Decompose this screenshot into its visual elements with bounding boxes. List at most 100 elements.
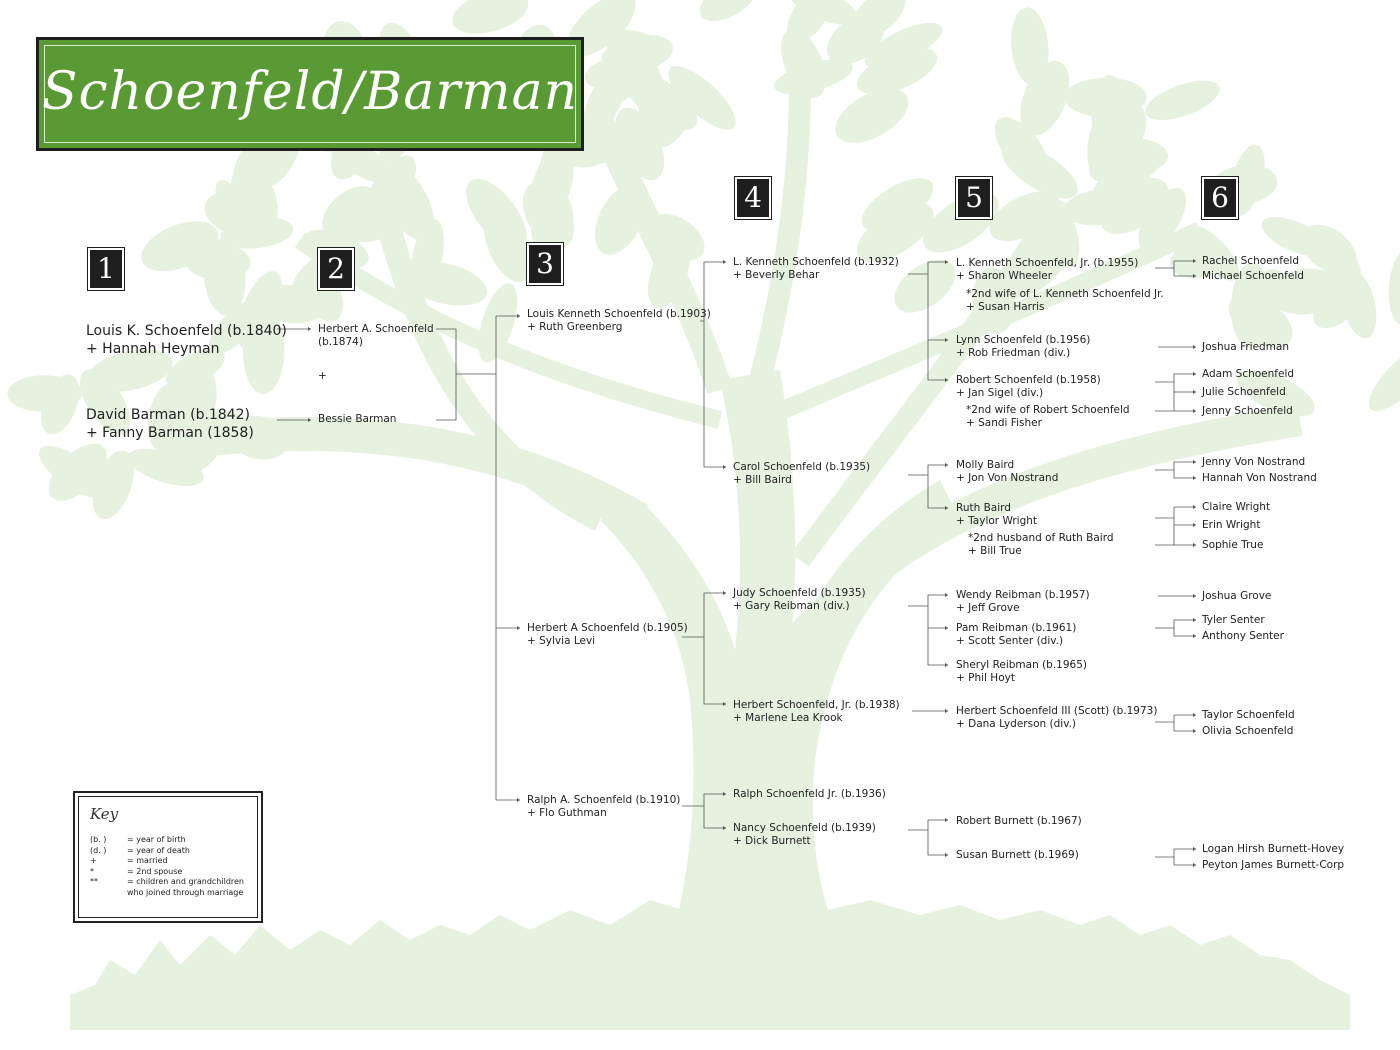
legend-row: (b. )= year of birth [90,835,244,846]
person-gen5: Susan Burnett (b.1969) [956,849,1079,862]
leaf-shape [567,0,636,57]
person-gen3: Herbert A Schoenfeld (b.1905) + Sylvia L… [527,622,688,648]
leaf-shape [1237,370,1315,417]
title-banner-inner-border [44,45,576,143]
person-name: L. Kenneth Schoenfeld, Jr. (b.1955) [956,257,1139,269]
generation-2-badge: 2 [317,247,355,291]
person-gen6: Logan Hirsh Burnett-Hovey [1202,843,1345,855]
leaf-shape [668,66,736,130]
person-name: David Barman (b.1842) [86,407,250,423]
person-gen6: Jenny Schoenfeld [1202,405,1293,417]
spouse-name: + Jon Von Nostrand [956,472,1059,484]
legend-meaning: = married [127,856,168,865]
leaf-shape [381,165,435,241]
leaf-shape [857,202,934,262]
person-name: Pam Reibman (b.1961) [956,622,1077,634]
leaf-shape [483,206,532,283]
spouse-name: + Bill Baird [733,474,792,486]
person-gen4: Ralph Schoenfeld Jr. (b.1936) [733,788,886,801]
person-name: Ralph A. Schoenfeld (b.1910) [527,794,681,806]
legend-meaning: who joined through marriage [127,887,244,897]
person-gen6: Anthony Senter [1202,630,1284,642]
person-gen6: Jenny Von Nostrand [1202,456,1306,468]
spouse-name: + Scott Senter (div.) [956,635,1064,647]
generation-5-badge: 5 [955,176,993,220]
leaf-shape [39,445,108,499]
spouse-name: + Fanny Barman (1858) [86,425,254,441]
leaf-shape [152,431,221,480]
leaf-shape [184,242,251,281]
person-name: Louis K. Schoenfeld (b.1840) [86,323,287,339]
leaf-shape [864,22,943,68]
note-spouse: + Bill True [968,545,1022,557]
legend-key: Key (b. )= year of birth (d. )= year of … [73,791,263,923]
person-name: Susan Burnett (b.1969) [956,849,1079,861]
person-gen4: L. Kenneth Schoenfeld (b.1932) + Beverly… [733,256,899,282]
person-gen6: Olivia Schoenfeld [1202,725,1294,737]
leaf-shape [861,178,934,231]
person-name: Louis Kenneth Schoenfeld (b.1903) [527,308,711,320]
spouse-name: + Flo Guthman [527,807,607,819]
person-name: Robert Burnett (b.1967) [956,815,1082,827]
person-name: Sheryl Reibman (b.1965) [956,659,1088,671]
person-name: Herbert A. Schoenfeld [318,323,434,335]
leaf-shape [1368,345,1400,412]
person-name: Molly Baird [956,459,1015,471]
leaf-shape [1279,268,1359,311]
leaf-shape [92,450,134,520]
spouse-name: + Dick Burnett [733,835,811,847]
person-name: Lynn Schoenfeld (b.1956) [956,334,1091,346]
legend-meaning: = children and grandchildren [127,877,244,886]
legend-symbol: + [90,856,97,865]
person-gen5: Pam Reibman (b.1961) + Scott Senter (div… [956,622,1076,648]
person-name: Carol Schoenfeld (b.1935) [733,461,871,473]
legend-meaning: = 2nd spouse [127,866,183,876]
legend-title: Key [90,805,119,823]
legend-items: (b. )= year of birth (d. )= year of deat… [90,835,244,898]
legend-symbol: * [90,866,94,876]
leaf-shape [40,374,80,435]
spouse-name: + Jan Sigel (div.) [956,387,1044,399]
leaf-shape [80,369,131,435]
person-gen1: David Barman (b.1842) + Fanny Barman (18… [86,406,254,442]
title-banner: Schoenfeld/Barman [36,37,584,151]
second-spouse-note: *2nd husband of Ruth Baird + Bill True [968,532,1114,558]
legend-row: (d. )= year of death [90,846,244,857]
person-name: Nancy Schoenfeld (b.1939) [733,822,876,834]
person-gen6: Rachel Schoenfeld [1202,255,1300,267]
person-gen5: Robert Burnett (b.1967) [956,815,1082,828]
person-name: Herbert A Schoenfeld (b.1905) [527,622,688,634]
leaf-shape [994,117,1049,178]
spouse-name: + Gary Reibman (div.) [733,600,850,612]
spouse-name: + Marlene Lea Krook [733,712,843,724]
person-gen3: Louis Kenneth Schoenfeld (b.1903) + Ruth… [527,308,711,334]
leaf-shape [220,217,294,249]
leaf-shape [1138,187,1186,252]
person-name: Herbert Schoenfeld III (Scott) (b.1973) [956,705,1158,717]
spouse-name: + Ruth Greenberg [527,321,623,333]
leaf-shape [614,46,663,106]
note-text: *2nd wife of Robert Schoenfeld [966,404,1130,416]
plus-sign: + [318,370,327,382]
person-gen6: Taylor Schoenfeld [1202,709,1295,721]
person-gen1: Louis K. Schoenfeld (b.1840) + Hannah He… [86,322,287,358]
generation-6-badge: 6 [1201,176,1239,220]
legend-row: **= children and grandchildren [90,877,244,888]
person-gen4: Judy Schoenfeld (b.1935) + Gary Reibman … [733,587,866,613]
leaf-shape [1089,129,1137,182]
spouse-name: + Taylor Wright [956,515,1038,527]
leaf-shape [856,47,938,95]
leaf-shape [1230,262,1272,348]
leaf-shape [403,261,488,306]
leaf-shape [1145,80,1220,121]
person-gen2: Bessie Barman [318,413,396,426]
spouse-name: + Beverly Behar [733,269,820,281]
legend-row: + = married [90,856,244,867]
leaf-shape [147,382,188,453]
legend-inner-border [78,796,258,918]
spouse-name: + Hannah Heyman [86,341,220,357]
person-gen6: Claire Wright [1202,501,1271,513]
leaf-shape [452,0,529,34]
person-gen6: Peyton James Burnett-Corp [1202,859,1345,871]
note-spouse: + Sandi Fisher [966,417,1042,429]
